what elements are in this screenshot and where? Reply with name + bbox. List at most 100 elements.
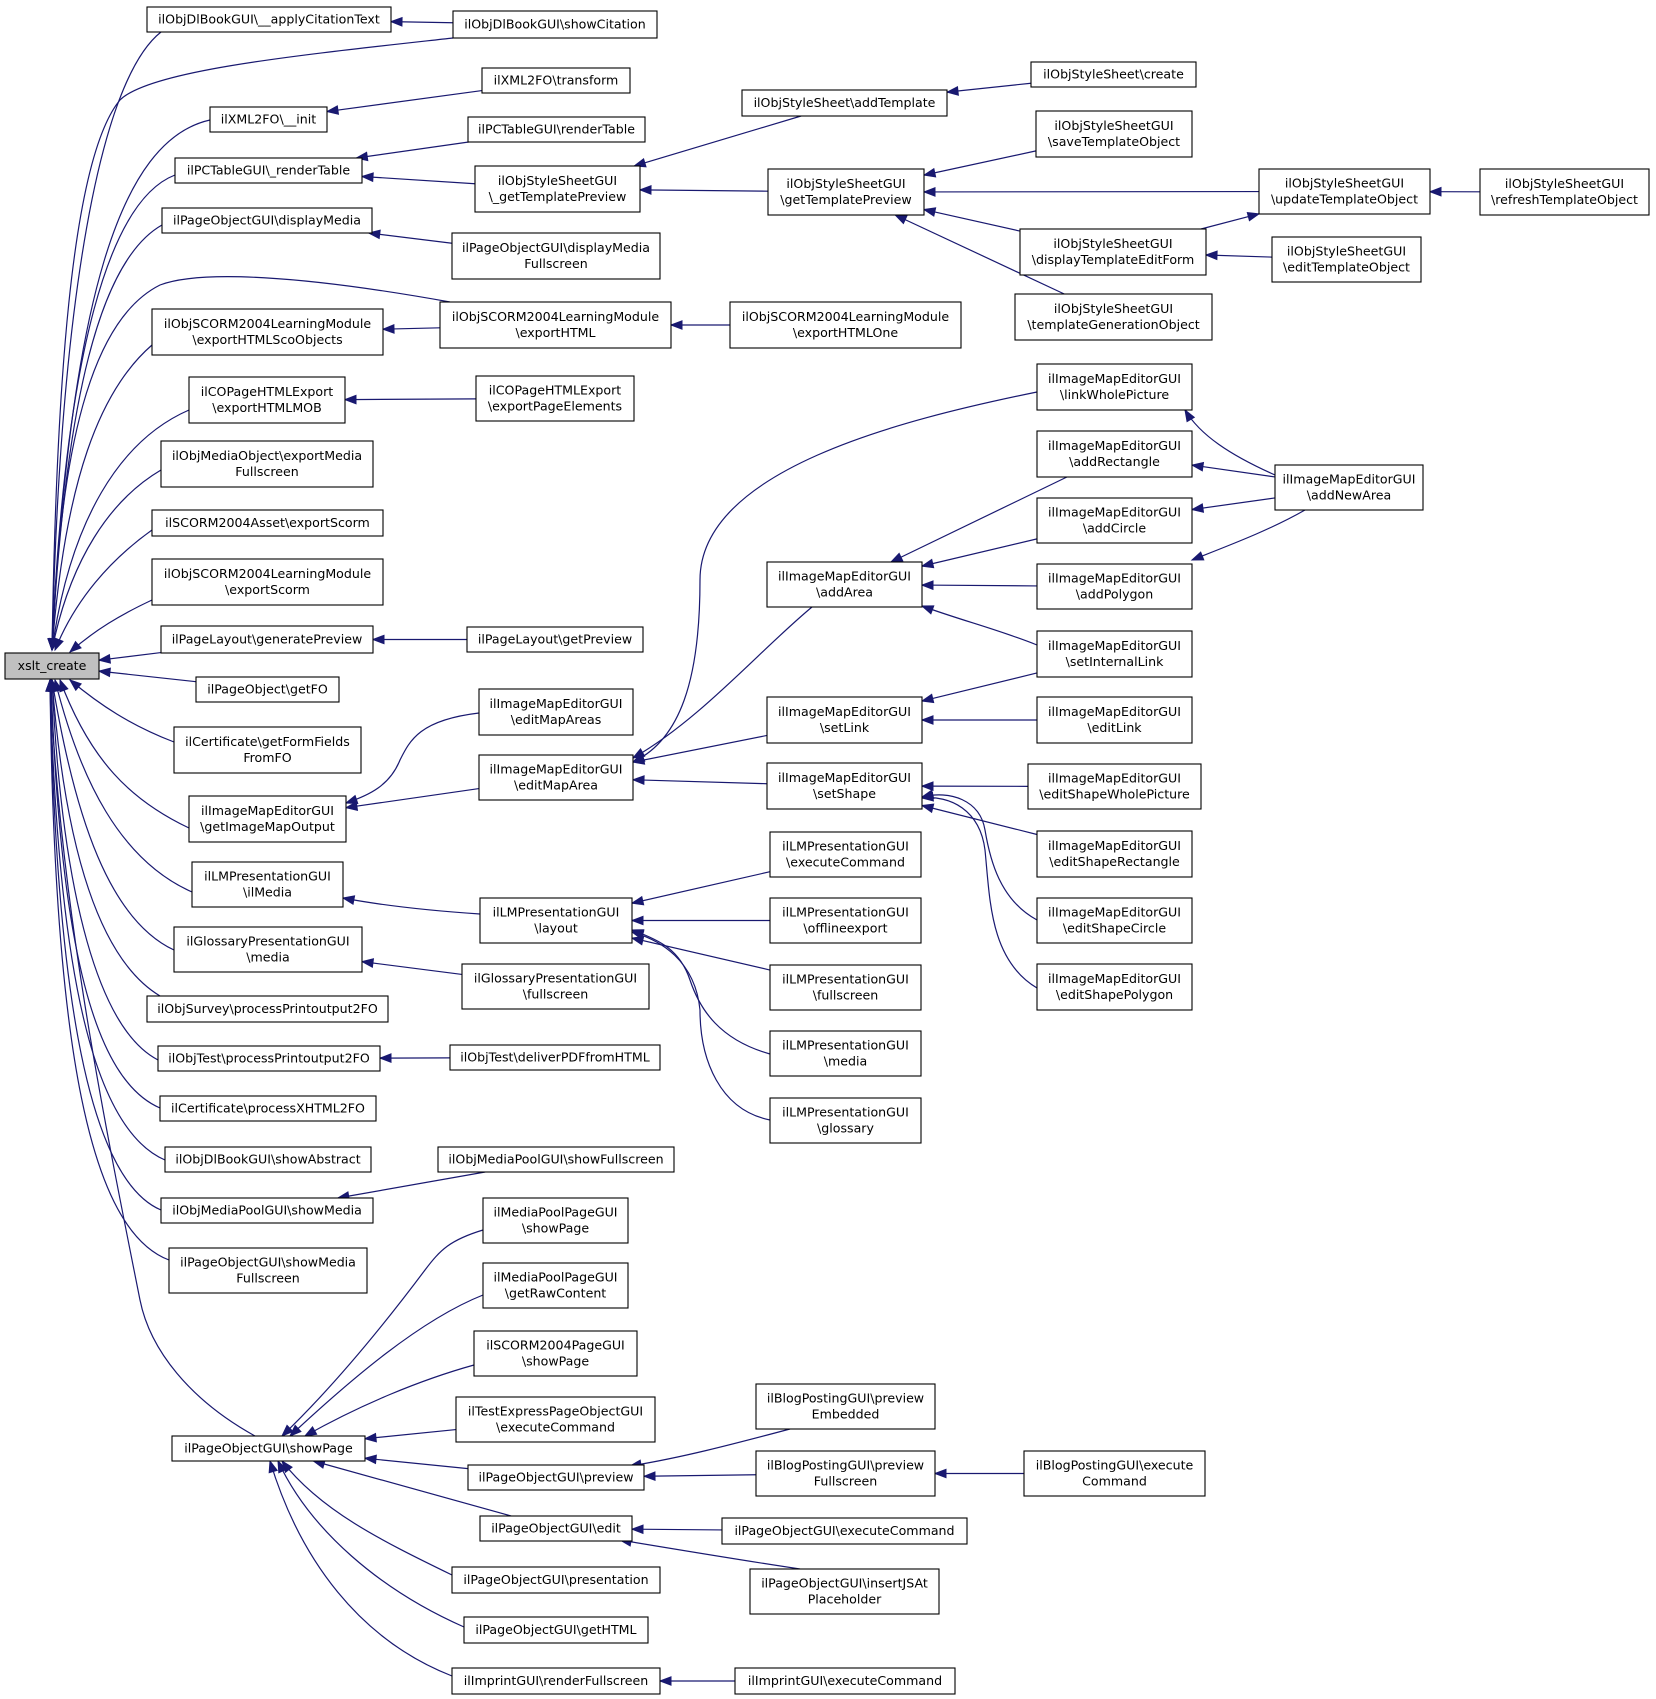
- function-node[interactable]: ilObjSCORM2004LearningModule\exportHTMLO…: [729, 301, 962, 349]
- arrowhead-icon: [268, 1459, 279, 1474]
- function-node[interactable]: ilTestExpressPageObjectGUI\executeComman…: [455, 1396, 656, 1443]
- function-node[interactable]: ilImageMapEditorGUI\editLink: [1036, 696, 1193, 744]
- node-label: ilObjDlBookGUI\__applyCitationText: [158, 12, 380, 27]
- function-node[interactable]: ilObjStyleSheet\addTemplate: [741, 89, 948, 117]
- function-node[interactable]: ilXML2FO\__init: [209, 106, 328, 133]
- function-node[interactable]: ilImageMapEditorGUI\addPolygon: [1036, 563, 1193, 610]
- function-node[interactable]: ilLMPresentationGUI\fullscreen: [769, 964, 922, 1011]
- function-node[interactable]: ilPageObjectGUI\displayMedia: [161, 207, 373, 234]
- root-node[interactable]: xslt_create: [4, 652, 100, 680]
- node-label: \exportHTML: [515, 325, 595, 340]
- function-node[interactable]: ilObjSCORM2004LearningModule\exportHTMLS…: [151, 308, 384, 356]
- call-edge: [51, 679, 159, 1061]
- function-node[interactable]: ilObjMediaPoolGUI\showMedia: [160, 1197, 374, 1224]
- function-node[interactable]: ilImageMapEditorGUI\addNewArea: [1274, 464, 1424, 511]
- function-node[interactable]: ilImageMapEditorGUI\linkWholePicture: [1036, 363, 1193, 411]
- function-node[interactable]: ilLMPresentationGUI\glossary: [769, 1097, 922, 1144]
- function-node[interactable]: ilPageObjectGUI\showPage: [171, 1435, 366, 1462]
- node-label: ilPageObjectGUI\getHTML: [475, 1622, 636, 1637]
- arrowhead-icon: [341, 895, 356, 905]
- function-node[interactable]: ilObjStyleSheetGUI\updateTemplateObject: [1258, 168, 1431, 215]
- function-node[interactable]: ilPageObjectGUI\edit: [479, 1515, 633, 1542]
- function-node[interactable]: ilObjTest\processPrintoutput2FO: [157, 1045, 381, 1072]
- function-node[interactable]: ilImageMapEditorGUI\addArea: [766, 561, 923, 608]
- function-node[interactable]: ilObjSurvey\processPrintoutput2FO: [146, 995, 389, 1023]
- function-node[interactable]: ilPageLayout\getPreview: [466, 626, 644, 653]
- function-node[interactable]: ilImageMapEditorGUI\editMapArea: [478, 754, 634, 801]
- function-node[interactable]: ilImageMapEditorGUI\editShapeCircle: [1036, 897, 1193, 944]
- function-node[interactable]: ilObjStyleSheetGUI\_getTemplatePreview: [474, 165, 641, 213]
- function-node[interactable]: ilImageMapEditorGUI\addRectangle: [1036, 430, 1193, 478]
- function-node[interactable]: ilPCTableGUI\_renderTable: [174, 157, 363, 184]
- function-node[interactable]: ilObjStyleSheetGUI\refreshTemplateObject: [1479, 168, 1650, 216]
- function-node[interactable]: ilGlossaryPresentationGUI\fullscreen: [461, 963, 650, 1010]
- node-label: \media: [824, 1054, 867, 1069]
- function-node[interactable]: ilPCTableGUI\renderTable: [467, 116, 646, 143]
- function-node[interactable]: ilObjSCORM2004LearningModule\exportScorm: [151, 558, 384, 606]
- function-node[interactable]: ilLMPresentationGUI\offlineexport: [769, 897, 922, 944]
- function-node[interactable]: ilImageMapEditorGUI\setShape: [766, 762, 923, 810]
- function-node[interactable]: ilMediaPoolPageGUI\getRawContent: [482, 1262, 629, 1309]
- function-node[interactable]: ilImageMapEditorGUI\getImageMapOutput: [188, 795, 347, 843]
- node-box: [164, 1146, 372, 1173]
- function-node[interactable]: ilPageObjectGUI\getHTML: [463, 1616, 649, 1644]
- function-node[interactable]: ilObjStyleSheet\create: [1030, 61, 1197, 88]
- function-node[interactable]: ilImageMapEditorGUI\addCircle: [1036, 497, 1193, 544]
- function-node[interactable]: ilPageObject\getFO: [195, 676, 340, 703]
- function-node[interactable]: ilCertificate\processXHTML2FO: [159, 1095, 377, 1122]
- node-box: [481, 67, 631, 94]
- function-node[interactable]: ilBlogPostingGUI\executeCommand: [1023, 1450, 1206, 1497]
- function-node[interactable]: ilLMPresentationGUI\layout: [479, 897, 633, 944]
- node-box: [4, 652, 100, 680]
- function-node[interactable]: ilLMPresentationGUI\ilMedia: [191, 861, 344, 908]
- function-node[interactable]: ilObjStyleSheetGUI\getTemplatePreview: [767, 168, 925, 216]
- arrowhead-icon: [920, 781, 934, 792]
- function-node[interactable]: ilImageMapEditorGUI\setLink: [766, 696, 923, 744]
- function-node[interactable]: ilLMPresentationGUI\media: [769, 1030, 922, 1077]
- node-box: [766, 762, 923, 810]
- function-node[interactable]: ilObjMediaPoolGUI\showFullscreen: [437, 1146, 675, 1173]
- function-node[interactable]: ilPageObjectGUI\presentation: [451, 1566, 661, 1594]
- function-node[interactable]: ilObjStyleSheetGUI\saveTemplateObject: [1035, 110, 1193, 158]
- node-label: ilObjTest\deliverPDFfromHTML: [460, 1050, 649, 1065]
- function-node[interactable]: ilPageObjectGUI\preview: [467, 1464, 645, 1491]
- function-node[interactable]: ilImprintGUI\renderFullscreen: [451, 1667, 661, 1695]
- function-node[interactable]: ilXML2FO\transform: [481, 67, 631, 94]
- function-node[interactable]: ilObjDlBookGUI\__applyCitationText: [146, 6, 392, 33]
- function-node[interactable]: ilSCORM2004PageGUI\showPage: [473, 1330, 638, 1377]
- function-node[interactable]: ilMediaPoolPageGUI\showPage: [482, 1197, 629, 1244]
- function-node[interactable]: ilObjDlBookGUI\showAbstract: [164, 1146, 372, 1173]
- function-node[interactable]: ilObjStyleSheetGUI\templateGenerationObj…: [1014, 293, 1213, 341]
- function-node[interactable]: ilCOPageHTMLExport\exportPageElements: [475, 375, 635, 422]
- node-label: ilObjMediaPoolGUI\showFullscreen: [448, 1152, 663, 1167]
- node-label: \executeCommand: [786, 855, 905, 870]
- function-node[interactable]: ilSCORM2004Asset\exportScorm: [151, 509, 384, 537]
- arrowhead-icon: [1428, 186, 1442, 197]
- function-node[interactable]: ilImageMapEditorGUI\editShapeWholePictur…: [1027, 763, 1202, 810]
- function-node[interactable]: ilGlossaryPresentationGUI\media: [173, 926, 363, 973]
- function-node[interactable]: ilObjSCORM2004LearningModule\exportHTML: [439, 301, 672, 349]
- node-label: Fullscreen: [524, 256, 587, 271]
- call-edge: [631, 871, 771, 904]
- node-label: \addArea: [816, 585, 873, 600]
- function-node[interactable]: ilImageMapEditorGUI\setInternalLink: [1036, 630, 1193, 678]
- function-node[interactable]: ilImprintGUI\executeCommand: [734, 1667, 956, 1695]
- function-node[interactable]: ilImageMapEditorGUI\editMapAreas: [478, 688, 634, 736]
- function-node[interactable]: ilPageObjectGUI\executeCommand: [721, 1517, 968, 1545]
- function-node[interactable]: ilCOPageHTMLExport\exportHTMLMOB: [188, 376, 346, 424]
- function-node[interactable]: ilLMPresentationGUI\executeCommand: [769, 831, 922, 878]
- function-node[interactable]: ilObjStyleSheetGUI\editTemplateObject: [1271, 236, 1422, 283]
- function-node[interactable]: ilImageMapEditorGUI\editShapePolygon: [1036, 963, 1193, 1011]
- function-node[interactable]: ilObjTest\deliverPDFfromHTML: [449, 1044, 661, 1071]
- function-node[interactable]: ilPageLayout\generatePreview: [160, 625, 374, 654]
- function-node[interactable]: ilObjStyleSheetGUI\displayTemplateEditFo…: [1019, 228, 1207, 276]
- function-node[interactable]: ilImageMapEditorGUI\editShapeRectangle: [1036, 830, 1193, 878]
- function-node[interactable]: ilObjDlBookGUI\showCitation: [452, 10, 658, 39]
